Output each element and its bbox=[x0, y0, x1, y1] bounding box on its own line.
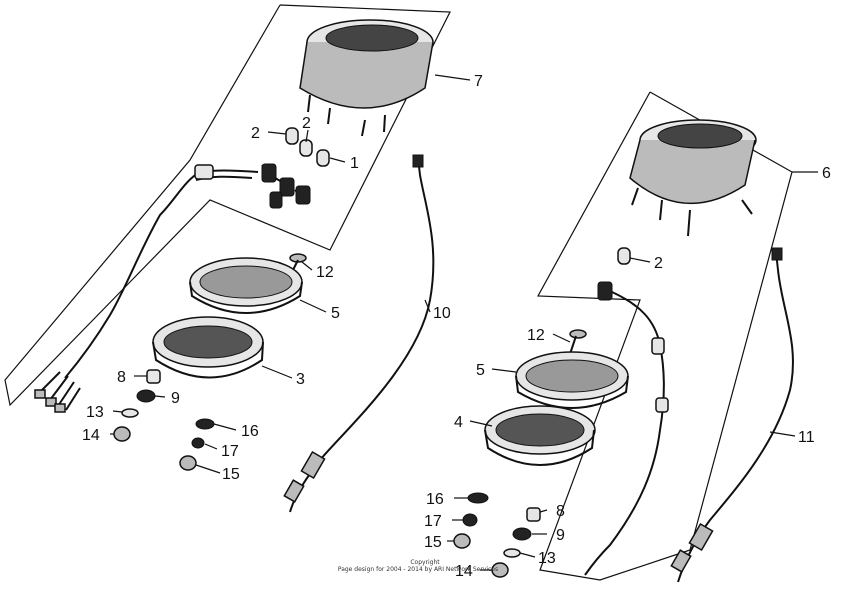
right-labels: 6 2 12 5 4 11 16 8 17 9 15 13 14 bbox=[424, 165, 831, 580]
right-frame bbox=[537, 91, 793, 581]
label-part-15-right: 15 bbox=[424, 534, 442, 551]
right-screw bbox=[569, 329, 587, 355]
label-part-14: 14 bbox=[82, 427, 100, 444]
label-part-2a: 2 bbox=[251, 125, 260, 142]
right-assembly bbox=[453, 91, 794, 583]
label-part-9-right: 9 bbox=[556, 527, 565, 544]
leader-lines bbox=[110, 74, 818, 571]
label-part-7: 7 bbox=[474, 73, 483, 90]
label-part-2b: 2 bbox=[302, 115, 311, 132]
label-part-5: 5 bbox=[331, 305, 340, 322]
label-part-13-right: 13 bbox=[538, 550, 556, 567]
left-case bbox=[152, 316, 264, 379]
label-part-12: 12 bbox=[316, 264, 334, 281]
left-hardware bbox=[113, 369, 215, 471]
label-part-1: 1 bbox=[350, 155, 359, 172]
right-bulb bbox=[617, 247, 631, 265]
label-part-11: 11 bbox=[798, 429, 815, 446]
label-part-17-right: 17 bbox=[424, 513, 442, 530]
label-part-13: 13 bbox=[86, 404, 104, 421]
label-part-16-right: 16 bbox=[426, 491, 444, 508]
copyright-line-1: Copyright bbox=[410, 559, 440, 566]
label-part-2: 2 bbox=[654, 255, 663, 272]
left-labels: 7 2 2 1 12 5 10 3 8 9 13 14 16 17 15 bbox=[82, 73, 483, 483]
right-rim bbox=[515, 351, 629, 409]
right-wiring bbox=[584, 281, 669, 576]
left-assembly bbox=[4, 4, 451, 513]
label-part-8: 8 bbox=[117, 369, 126, 386]
copyright-notice: Copyright Page design for 2004 - 2014 by… bbox=[338, 559, 498, 573]
left-wiring-harness bbox=[34, 163, 311, 413]
label-part-12-right: 12 bbox=[527, 327, 545, 344]
left-rim bbox=[189, 257, 303, 314]
label-part-3: 3 bbox=[296, 371, 305, 388]
label-part-10: 10 bbox=[433, 305, 451, 322]
label-part-5-right: 5 bbox=[476, 362, 485, 379]
right-case bbox=[484, 405, 596, 466]
right-hardware bbox=[453, 492, 541, 578]
label-part-15: 15 bbox=[222, 466, 240, 483]
label-part-8-right: 8 bbox=[556, 503, 565, 520]
label-part-14-right: 14 bbox=[455, 563, 473, 580]
label-part-16: 16 bbox=[241, 423, 259, 440]
right-cable bbox=[670, 247, 794, 583]
label-part-6: 6 bbox=[822, 165, 831, 182]
copyright-line-2: Page design for 2004 - 2014 by ARI Netwo… bbox=[338, 566, 498, 573]
left-bulbs bbox=[285, 127, 330, 167]
left-cable bbox=[283, 154, 435, 513]
left-meter-housing bbox=[299, 19, 434, 137]
label-part-4: 4 bbox=[454, 414, 463, 431]
right-meter-housing bbox=[629, 119, 757, 237]
label-part-9: 9 bbox=[171, 390, 180, 407]
label-part-17: 17 bbox=[221, 443, 239, 460]
